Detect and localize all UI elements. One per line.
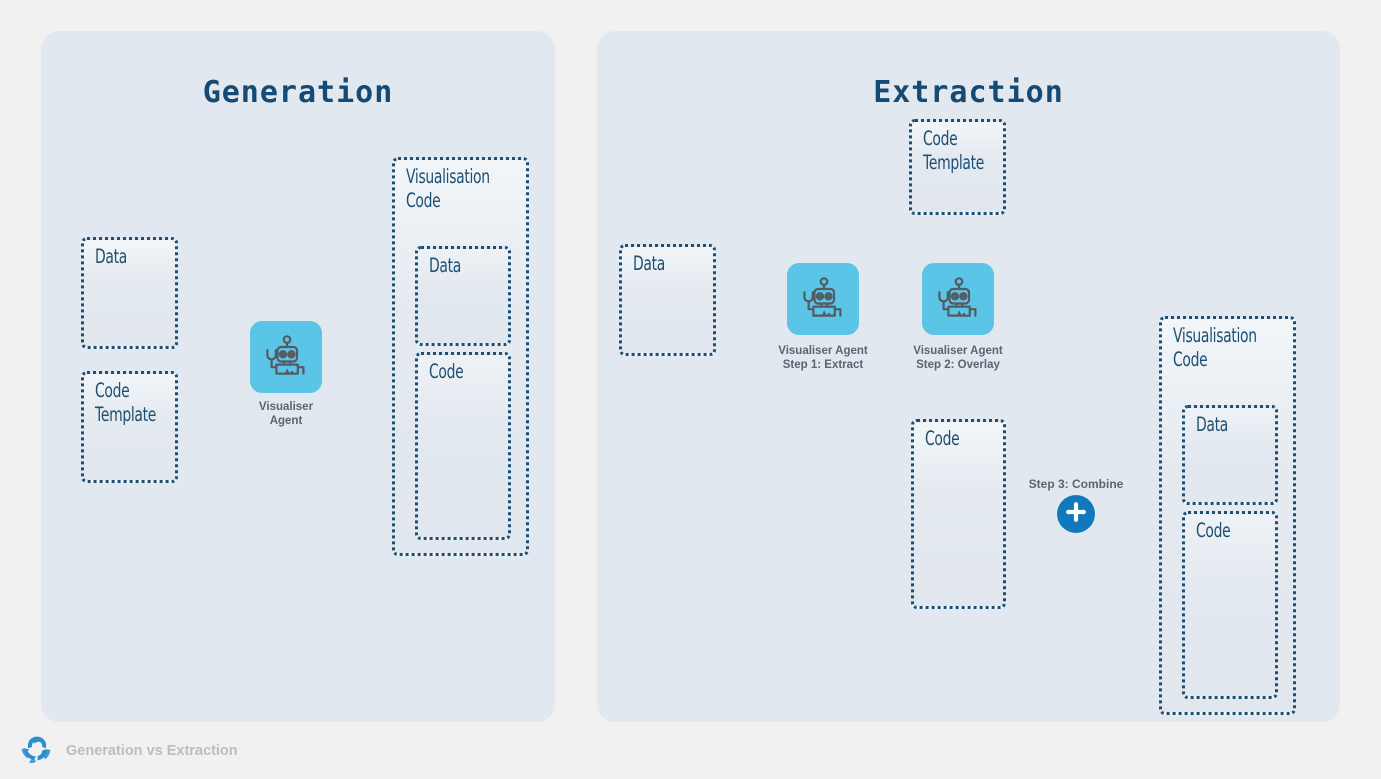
ext-code-box[interactable]: Code xyxy=(911,419,1006,609)
panel-extraction-title: Extraction xyxy=(873,75,1064,110)
ext-code-template-box[interactable]: Code Template xyxy=(909,119,1006,215)
robot-icon xyxy=(263,335,309,379)
ext-data-box[interactable]: Data xyxy=(619,244,716,356)
gen-visualisation-data-label: Data xyxy=(429,255,461,278)
gen-code-template-box[interactable]: Code Template xyxy=(81,371,178,483)
ext-visualisation-code-inner-box[interactable]: Code xyxy=(1182,511,1278,699)
gen-visualiser-agent-label: Visualiser Agent xyxy=(258,401,314,427)
ext-visualiser-agent-step2-tile[interactable] xyxy=(922,263,994,335)
ext-code-template-label: Code Template xyxy=(923,128,984,175)
ext-code-label: Code xyxy=(925,428,960,451)
gen-visualisation-code-inner-box[interactable]: Code xyxy=(415,352,511,540)
ext-visualisation-code-inner-label: Code xyxy=(1196,520,1231,543)
ext-visualiser-agent-step2-label: Visualiser Agent Step 2: Overlay xyxy=(913,345,1003,371)
footer-caption: Generation vs Extraction xyxy=(66,742,238,759)
ext-visualisation-data-box[interactable]: Data xyxy=(1182,405,1278,505)
ext-visualiser-agent-step1-tile[interactable] xyxy=(787,263,859,335)
panel-generation-title: Generation xyxy=(202,75,394,110)
gen-data-label: Data xyxy=(95,246,127,269)
ext-visualiser-agent-step1-label: Visualiser Agent Step 1: Extract xyxy=(778,345,868,371)
robot-icon xyxy=(935,277,981,321)
ext-data-label: Data xyxy=(633,253,665,276)
gen-visualisation-code-inner-label: Code xyxy=(429,361,464,384)
recycle-leaf-logo-icon xyxy=(20,734,54,768)
combine-node[interactable] xyxy=(1057,495,1095,533)
gen-visualisation-data-box[interactable]: Data xyxy=(415,246,511,346)
plus-icon xyxy=(1065,501,1087,528)
combine-step-label: Step 3: Combine xyxy=(1028,477,1124,491)
gen-visualisation-code-label: Visualisation Code xyxy=(406,166,490,213)
gen-visualiser-agent-tile[interactable] xyxy=(250,321,322,393)
gen-code-template-label: Code Template xyxy=(95,380,156,427)
robot-icon xyxy=(800,277,846,321)
ext-visualisation-data-label: Data xyxy=(1196,414,1228,437)
ext-visualisation-code-label: Visualisation Code xyxy=(1173,325,1257,372)
gen-data-box[interactable]: Data xyxy=(81,237,178,349)
footer-bar: Generation vs Extraction xyxy=(0,722,1381,779)
